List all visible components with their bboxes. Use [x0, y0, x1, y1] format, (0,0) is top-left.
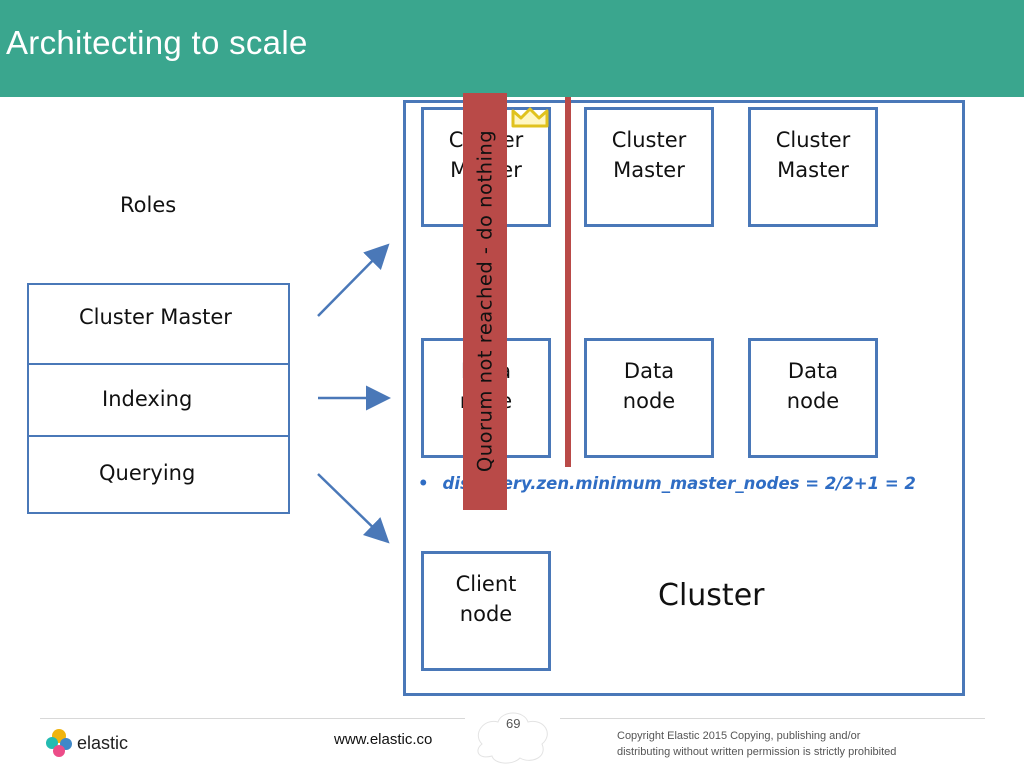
data-node-3: Data node	[748, 338, 878, 458]
elastic-logo-text: elastic	[77, 733, 129, 753]
cluster-label: Cluster	[658, 578, 765, 613]
setting-text: discovery.zen.minimum_master_nodes = 2/2…	[442, 474, 916, 493]
quorum-overlay-band	[463, 93, 507, 510]
master-node-3-line1: Cluster	[775, 128, 851, 152]
setting-bullet: • discovery.zen.minimum_master_nodes = 2/…	[418, 474, 916, 493]
data-node-2-line2: node	[622, 389, 676, 413]
copyright-line-1: Copyright Elastic 2015 Copying, publishi…	[617, 730, 861, 742]
role-box-querying: Querying	[27, 435, 290, 514]
page-number-badge-icon	[477, 712, 548, 764]
network-partition-line	[565, 97, 571, 467]
master-node-3-line2: Master	[777, 158, 849, 182]
footer-url: www.elastic.co	[334, 731, 433, 748]
master-node-2: Cluster Master	[584, 107, 714, 227]
elastic-logo-icon	[46, 729, 72, 757]
master-node-3: Cluster Master	[748, 107, 878, 227]
slide-title: Architecting to scale	[6, 24, 308, 61]
copyright-notice: Copyright Elastic 2015 Copying, publishi…	[617, 728, 896, 760]
role-label-indexing: Indexing	[102, 387, 193, 411]
client-node-line2: node	[459, 602, 513, 626]
data-node-3-line1: Data	[787, 359, 839, 383]
arrow-down	[317, 473, 390, 544]
roles-label: Roles	[120, 193, 177, 217]
slide-header: Architecting to scale	[0, 0, 1024, 97]
data-node-2: Data node	[584, 338, 714, 458]
client-node: Client node	[421, 551, 551, 671]
role-label-cluster-master: Cluster Master	[79, 305, 232, 329]
bullet-dot-icon: •	[418, 474, 429, 493]
quorum-not-reached-text: Quorum not reached - do nothing	[473, 129, 497, 473]
footer-rule-right	[560, 718, 985, 719]
crown-icon	[511, 107, 549, 128]
role-box-cluster-master: Cluster Master	[27, 283, 290, 365]
page-number: 69	[506, 716, 521, 731]
role-box-indexing: Indexing	[27, 363, 290, 437]
master-node-2-line2: Master	[613, 158, 685, 182]
copyright-line-2: distributing without written permission …	[617, 746, 897, 758]
master-node-2-line1: Cluster	[611, 128, 687, 152]
data-node-2-line1: Data	[623, 359, 675, 383]
client-node-line1: Client	[455, 572, 517, 596]
data-node-3-line2: node	[786, 389, 840, 413]
role-label-querying: Querying	[99, 461, 196, 485]
arrow-up	[317, 243, 390, 317]
footer-rule-left	[40, 718, 465, 719]
